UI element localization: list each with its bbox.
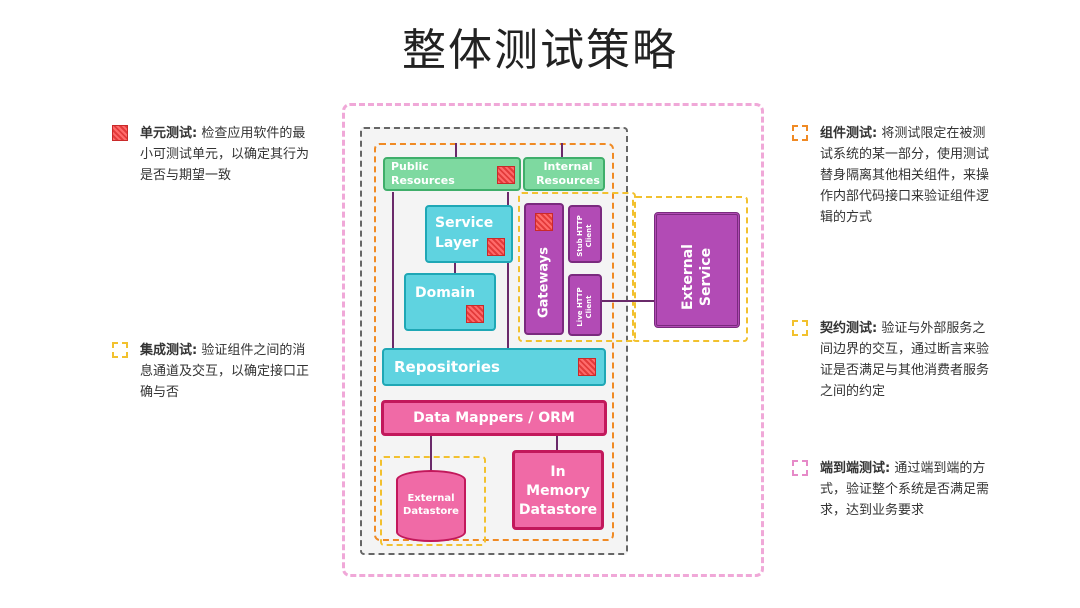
contract-test-icon bbox=[792, 320, 808, 336]
legend-component: 组件测试: 将测试限定在被测试系统的某一部分，使用测试替身隔离其他相关组件，来操… bbox=[792, 123, 998, 228]
e2e-boundary bbox=[342, 103, 764, 577]
gateways-label: Gateways bbox=[536, 246, 552, 319]
component-boundary bbox=[374, 143, 614, 541]
integration-test-icon bbox=[112, 342, 128, 358]
connector-line bbox=[556, 436, 558, 450]
unit-test-marker bbox=[487, 238, 505, 256]
internal-resources-label: Internal Resources bbox=[536, 160, 600, 187]
public-resources-box: Public Resources bbox=[383, 157, 521, 191]
unit-test-marker bbox=[497, 166, 515, 184]
live-http-client-box: Live HTTP Client bbox=[568, 274, 602, 336]
internal-resources-box: Internal Resources bbox=[523, 157, 605, 191]
legend-unit-label: 单元测试: bbox=[140, 126, 198, 141]
integration-boundary-datastore bbox=[380, 456, 486, 546]
domain-box: Domain bbox=[404, 273, 496, 331]
connector-line bbox=[455, 143, 457, 159]
external-service-box: External Service bbox=[654, 212, 740, 328]
data-mappers-box: Data Mappers / ORM bbox=[381, 400, 607, 436]
legend-integration-label: 集成测试: bbox=[140, 343, 198, 358]
repositories-box: Repositories bbox=[382, 348, 606, 386]
stub-http-client-box: Stub HTTP Client bbox=[568, 205, 602, 263]
e2e-test-icon bbox=[792, 460, 808, 476]
repositories-label: Repositories bbox=[394, 358, 500, 376]
legend-integration: 集成测试: 验证组件之间的消息通道及交互，以确定接口正确与否 bbox=[112, 340, 318, 403]
unit-test-marker bbox=[535, 213, 553, 231]
legend-component-text: 将测试限定在被测试系统的某一部分，使用测试替身隔离其他相关组件，来操作内部代码接… bbox=[820, 126, 990, 225]
domain-label: Domain bbox=[415, 285, 476, 301]
legend-contract-text: 验证与外部服务之间边界的交互，通过断言来验证是否满足与其他消费者服务之间的约定 bbox=[820, 321, 990, 399]
connector-line bbox=[430, 436, 432, 472]
legend-contract: 契约测试: 验证与外部服务之间边界的交互，通过断言来验证是否满足与其他消费者服务… bbox=[792, 318, 998, 402]
legend-integration-text: 验证组件之间的消息通道及交互，以确定接口正确与否 bbox=[140, 343, 310, 400]
external-datastore-label: External Datastore bbox=[403, 493, 459, 517]
service-layer-label: Service Layer bbox=[435, 215, 494, 251]
public-resources-label: Public Resources bbox=[391, 160, 455, 187]
unit-test-icon bbox=[112, 125, 128, 141]
connector-line bbox=[507, 192, 509, 348]
legend-e2e: 端到端测试: 通过端到端的方式，验证整个系统是否满足需求，达到业务要求 bbox=[792, 458, 998, 521]
integration-boundary-gateways bbox=[518, 192, 636, 342]
external-datastore-cylinder: External Datastore bbox=[396, 470, 466, 542]
page-title: 整体测试策略 bbox=[402, 25, 678, 76]
legend-e2e-text: 通过端到端的方式，验证整个系统是否满足需求，达到业务要求 bbox=[820, 461, 990, 518]
in-memory-datastore-label: In Memory Datastore bbox=[518, 464, 598, 518]
legend-unit-text: 检查应用软件的最小可测试单元，以确定其行为是否与期望一致 bbox=[140, 126, 310, 183]
external-service-label: External Service bbox=[680, 244, 714, 310]
legend-contract-label: 契约测试: bbox=[820, 321, 878, 336]
in-memory-datastore-box: In Memory Datastore bbox=[512, 450, 604, 530]
data-mappers-label: Data Mappers / ORM bbox=[413, 410, 575, 426]
legend-e2e-label: 端到端测试: bbox=[820, 461, 891, 476]
gateways-box: Gateways bbox=[524, 203, 564, 335]
service-layer-box: Service Layer bbox=[425, 205, 513, 263]
unit-test-marker bbox=[466, 305, 484, 323]
live-http-client-label: Live HTTP Client bbox=[576, 287, 593, 327]
connector-line bbox=[602, 300, 660, 302]
connector-line bbox=[392, 192, 394, 348]
unit-test-marker bbox=[578, 358, 596, 376]
connector-line bbox=[454, 263, 456, 275]
legend-component-label: 组件测试: bbox=[820, 126, 878, 141]
stub-http-client-label: Stub HTTP Client bbox=[576, 215, 593, 257]
legend-unit: 单元测试: 检查应用软件的最小可测试单元，以确定其行为是否与期望一致 bbox=[112, 123, 318, 186]
contract-boundary bbox=[632, 196, 748, 342]
connector-line bbox=[561, 143, 563, 159]
component-test-icon bbox=[792, 125, 808, 141]
